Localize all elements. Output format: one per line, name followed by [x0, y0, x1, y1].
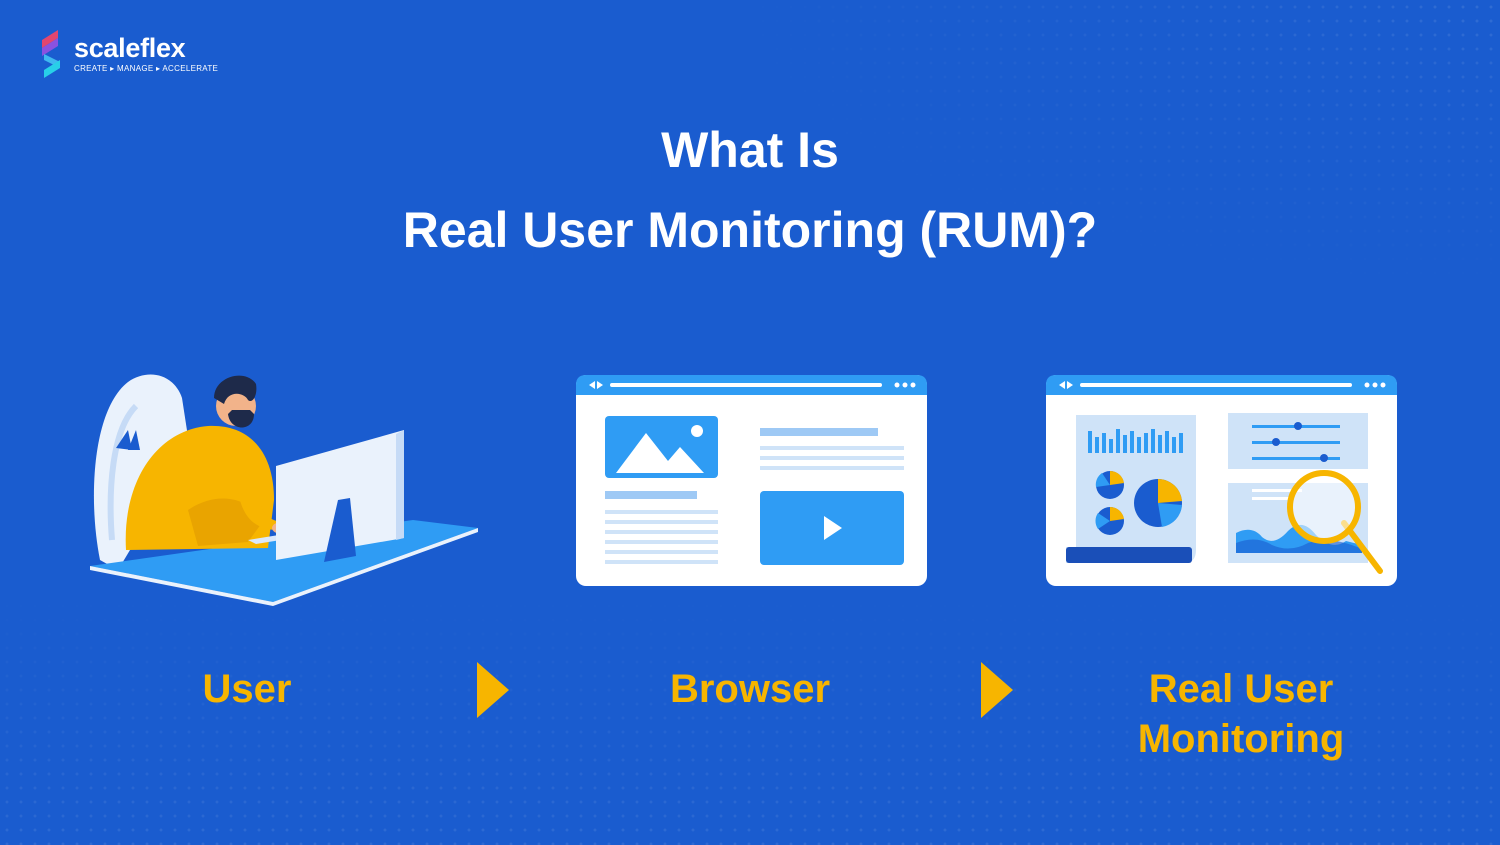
brand-logo[interactable]: scaleflex CREATE ▸ MANAGE ▸ ACCELERATE: [36, 28, 218, 78]
analytics-dashboard-icon: [1046, 375, 1397, 586]
step-label-line-2: Monitoring: [1137, 717, 1345, 761]
arrow-right-icon: [981, 662, 1013, 718]
step-label-user: User: [202, 667, 292, 711]
logo-tagline: CREATE ▸ MANAGE ▸ ACCELERATE: [74, 64, 219, 73]
browser-window-icon: [576, 375, 927, 586]
arrow-right-icon: [477, 662, 509, 718]
step-label-real-user-monitoring: Real User Monitoring: [1081, 664, 1401, 764]
background-dots-top: [700, 0, 1500, 300]
step-label-line-1: Real User: [1148, 667, 1334, 711]
logo-name: scaleflex: [74, 33, 186, 63]
scaleflex-logo-icon: [42, 30, 60, 78]
title-line-1: What Is: [661, 122, 839, 178]
title-line-2: Real User Monitoring (RUM)?: [402, 202, 1098, 258]
page-title: What Is Real User Monitoring (RUM)?: [0, 110, 1500, 270]
person-at-computer-icon: [90, 374, 478, 606]
step-label-browser: Browser: [669, 667, 831, 711]
background-dots-bottom: [0, 585, 1500, 845]
